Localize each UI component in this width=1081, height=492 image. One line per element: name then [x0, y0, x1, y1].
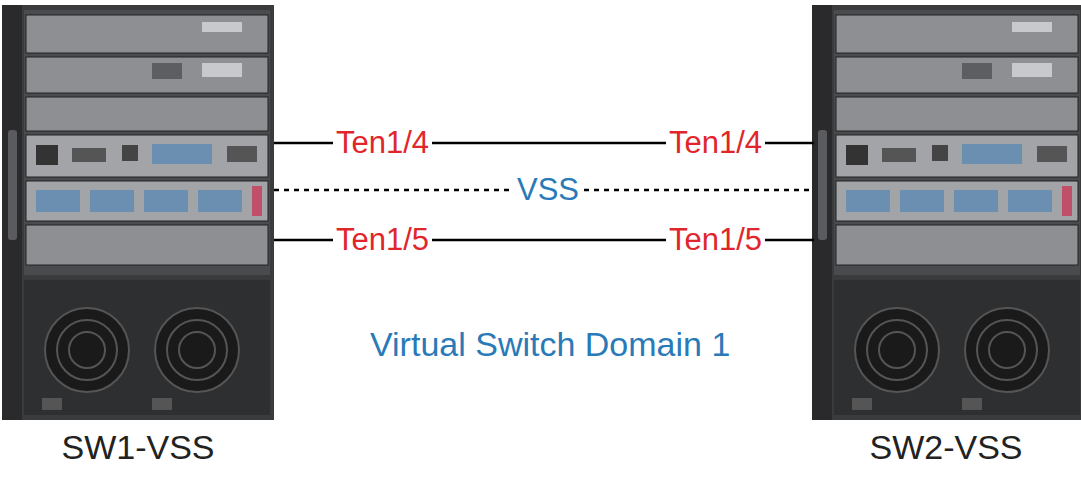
port-label: Ten1/4 [333, 125, 432, 161]
domain-label: Virtual Switch Domain 1 [367, 325, 733, 364]
switch-chassis: SW1-VSS [2, 5, 274, 420]
port-label: Ten1/5 [333, 222, 432, 258]
switch-chassis: SW2-VSS [814, 5, 1078, 420]
switch-name: SW1-VSS [2, 428, 274, 467]
switch-name: SW2-VSS [814, 428, 1078, 467]
port-label: Ten1/5 [666, 222, 765, 258]
port-label: Ten1/4 [666, 125, 765, 161]
link-label: VSS [514, 172, 582, 208]
